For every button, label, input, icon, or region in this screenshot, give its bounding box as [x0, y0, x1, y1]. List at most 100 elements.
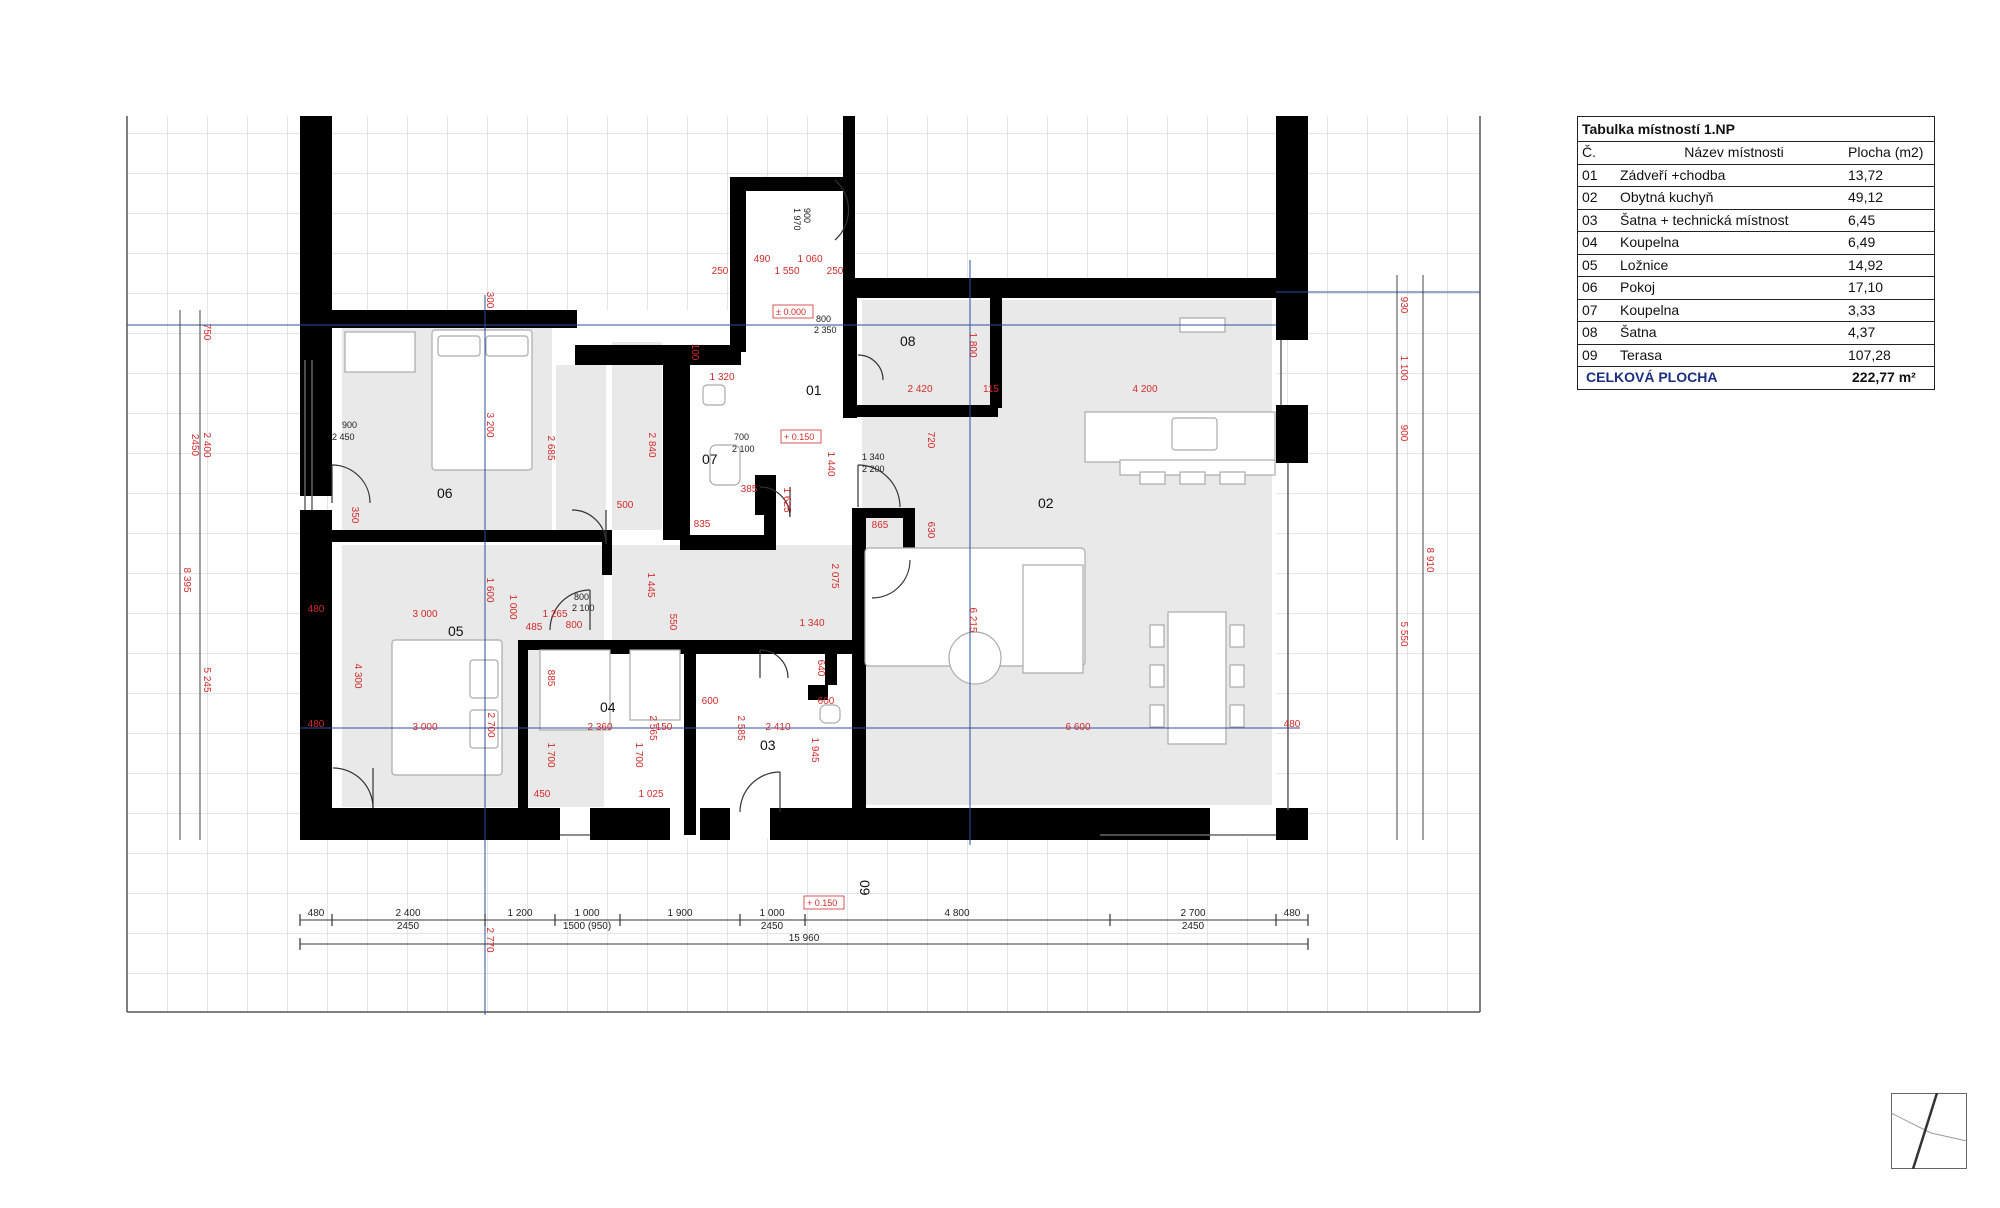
axis-lines — [127, 260, 1480, 1015]
svg-text:2 700: 2 700 — [485, 712, 496, 737]
table-total-row: CELKOVÁ PLOCHA 222,77 m² — [1578, 367, 1934, 389]
svg-text:2 565: 2 565 — [647, 715, 658, 740]
svg-text:250: 250 — [827, 266, 844, 277]
svg-text:2 450: 2 450 — [332, 432, 355, 442]
svg-text:1 000: 1 000 — [507, 594, 518, 619]
svg-text:900: 900 — [1398, 425, 1409, 442]
dimension-texts-bottom: 480 2 400 2450 1 200 1 000 1500 (950) 1 … — [308, 908, 1301, 944]
svg-text:250: 250 — [712, 266, 729, 277]
svg-text:2 700: 2 700 — [1180, 908, 1205, 919]
svg-text:865: 865 — [872, 520, 889, 531]
svg-text:1 900: 1 900 — [667, 908, 692, 919]
door-swings — [331, 179, 911, 813]
svg-text:2 840: 2 840 — [646, 432, 657, 457]
svg-text:4 800: 4 800 — [944, 908, 969, 919]
svg-text:150: 150 — [656, 722, 673, 733]
room-table-title: Tabulka místností 1.NP — [1578, 117, 1934, 142]
svg-text:8 910: 8 910 — [1424, 547, 1435, 572]
svg-text:6 215: 6 215 — [967, 607, 978, 632]
table-row: 05 Ložnice 14,92 — [1578, 255, 1934, 277]
svg-text:480: 480 — [1284, 908, 1301, 919]
room-labels: 01 02 03 04 05 06 07 08 09 — [437, 333, 1054, 896]
dimension-texts-inner: 3 000 3 000 1 265 2 360 2 410 6 600 4 20… — [181, 254, 1435, 953]
svg-text:1 945: 1 945 — [809, 737, 820, 762]
header-no: Č. — [1582, 144, 1596, 160]
svg-text:500: 500 — [617, 500, 634, 511]
svg-text:2 100: 2 100 — [732, 444, 755, 454]
room-label-01: 01 — [806, 382, 822, 398]
svg-text:2 200: 2 200 — [862, 464, 885, 474]
svg-text:1 000: 1 000 — [759, 908, 784, 919]
svg-text:385: 385 — [741, 484, 758, 495]
total-area: 222,77 m² — [1852, 369, 1916, 385]
room-label-04: 04 — [600, 699, 616, 715]
svg-text:2450: 2450 — [189, 434, 200, 457]
svg-text:1 550: 1 550 — [774, 266, 799, 277]
room-label-07: 07 — [702, 451, 718, 467]
table-row: 09 Terasa 107,28 — [1578, 345, 1934, 367]
svg-text:4 300: 4 300 — [352, 663, 363, 688]
svg-text:800: 800 — [574, 592, 589, 602]
svg-text:480: 480 — [1284, 719, 1301, 730]
svg-text:885: 885 — [545, 670, 556, 687]
svg-text:2450: 2450 — [1182, 921, 1205, 932]
level-150-b: + 0.150 — [807, 898, 837, 908]
room-table-header: Č. Název místnosti Plocha (m2) — [1578, 142, 1934, 165]
svg-text:1 340: 1 340 — [862, 452, 885, 462]
svg-text:3 000: 3 000 — [412, 722, 437, 733]
room-label-02: 02 — [1038, 495, 1054, 511]
svg-text:1 800: 1 800 — [967, 332, 978, 357]
svg-text:350: 350 — [349, 507, 360, 524]
svg-text:6 600: 6 600 — [1065, 722, 1090, 733]
table-row: 07 Koupelna 3,33 — [1578, 300, 1934, 322]
svg-text:115: 115 — [983, 384, 999, 395]
svg-text:800: 800 — [816, 314, 831, 324]
room-label-06: 06 — [437, 485, 453, 501]
svg-text:300: 300 — [484, 292, 495, 309]
table-row: 01 Zádveří +chodba 13,72 — [1578, 165, 1934, 187]
svg-text:480: 480 — [308, 604, 325, 615]
table-row: 08 Šatna 4,37 — [1578, 322, 1934, 345]
svg-text:1 600: 1 600 — [484, 577, 495, 602]
svg-text:800: 800 — [566, 620, 583, 631]
svg-text:1500 (950): 1500 (950) — [563, 921, 611, 932]
svg-text:5 550: 5 550 — [1398, 621, 1409, 646]
svg-text:1 625: 1 625 — [781, 487, 792, 512]
level-150-a: + 0.150 — [784, 432, 814, 442]
svg-text:2 400: 2 400 — [395, 908, 420, 919]
svg-text:1 440: 1 440 — [825, 451, 836, 476]
furniture — [344, 317, 1276, 776]
svg-text:2 400: 2 400 — [201, 432, 212, 457]
svg-text:100: 100 — [689, 344, 700, 361]
header-area: Plocha (m2) — [1848, 144, 1924, 160]
svg-text:2 770: 2 770 — [484, 927, 495, 952]
table-row: 06 Pokoj 17,10 — [1578, 277, 1934, 300]
svg-text:750: 750 — [201, 324, 212, 341]
level-000: ± 0.000 — [776, 307, 806, 317]
svg-text:8 395: 8 395 — [181, 567, 192, 592]
svg-text:630: 630 — [925, 522, 936, 539]
svg-text:1 320: 1 320 — [709, 372, 734, 383]
dimension-lines — [179, 275, 1424, 945]
level-markers: ± 0.000 + 0.150 + 0.150 — [772, 304, 845, 910]
room-label-05: 05 — [448, 623, 464, 639]
svg-text:930: 930 — [1398, 297, 1409, 314]
svg-text:480: 480 — [308, 719, 325, 730]
svg-text:2 075: 2 075 — [829, 563, 840, 588]
svg-text:3 000: 3 000 — [412, 609, 437, 620]
room-label-03: 03 — [760, 737, 776, 753]
table-row: 04 Koupelna 6,49 — [1578, 232, 1934, 255]
total-label: CELKOVÁ PLOCHA — [1586, 369, 1718, 385]
svg-text:1 200: 1 200 — [507, 908, 532, 919]
room-table: Tabulka místností 1.NP Č. Název místnost… — [1577, 116, 1935, 390]
svg-text:2 685: 2 685 — [545, 435, 556, 460]
svg-text:1 700: 1 700 — [633, 742, 644, 767]
svg-text:2 585: 2 585 — [735, 715, 746, 740]
svg-text:1 700: 1 700 — [545, 742, 556, 767]
svg-text:640: 640 — [815, 660, 826, 677]
svg-text:490: 490 — [754, 254, 771, 265]
room-label-08: 08 — [900, 333, 916, 349]
svg-text:720: 720 — [925, 432, 936, 449]
svg-text:2450: 2450 — [397, 921, 420, 932]
